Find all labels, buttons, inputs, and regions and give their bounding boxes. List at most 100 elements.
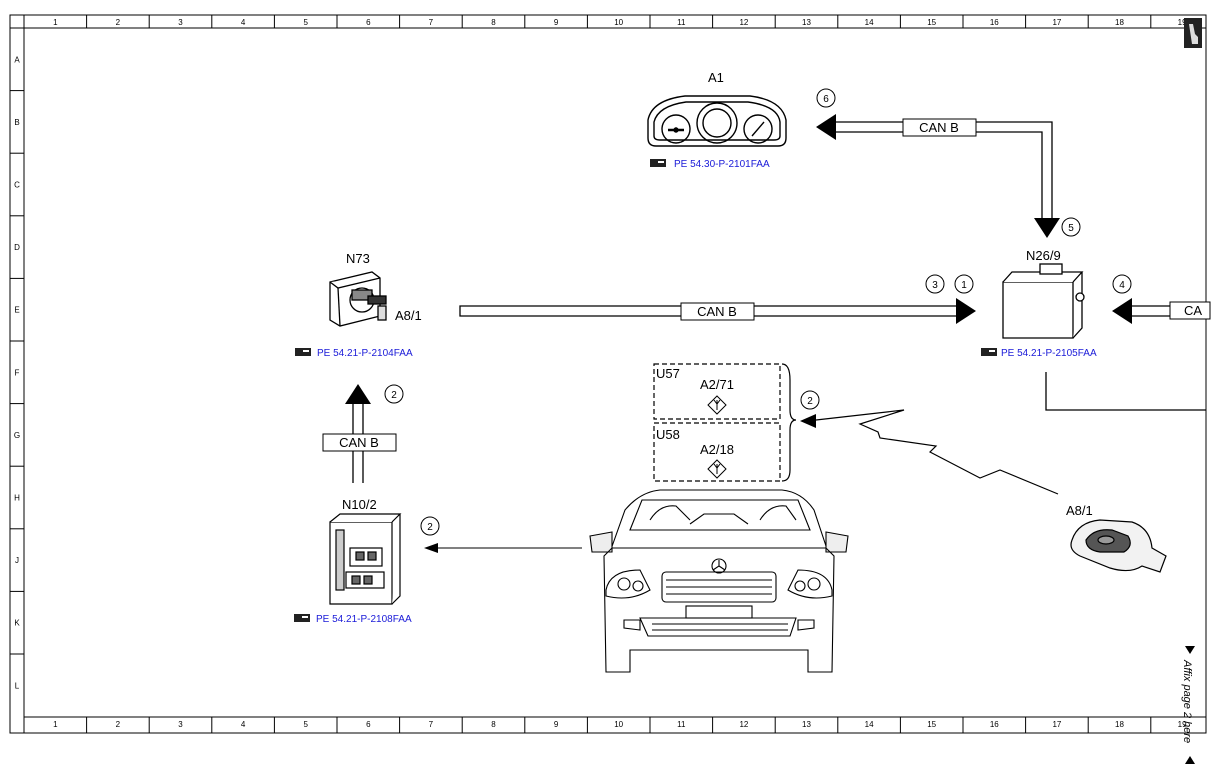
n26-9-lower-line	[1045, 372, 1206, 411]
svg-text:CAN B: CAN B	[697, 304, 737, 319]
step-2-n73: 2	[391, 390, 397, 401]
reference-hand-icon	[981, 348, 997, 356]
column-number: 2	[116, 720, 121, 729]
antenna-box	[653, 363, 781, 482]
ignition-switch-icon	[329, 271, 387, 327]
column-number: 13	[802, 720, 811, 729]
column-number: 18	[1115, 18, 1124, 27]
column-number: 6	[366, 720, 371, 729]
can-b-box-top: CAN B	[902, 118, 977, 137]
column-number: 18	[1115, 720, 1124, 729]
a1-label: A1	[708, 70, 724, 85]
u57-label: U57	[656, 366, 680, 381]
column-number: 12	[739, 720, 748, 729]
column-number: 7	[429, 720, 434, 729]
column-number: 8	[491, 18, 496, 27]
row-letter: B	[14, 118, 19, 127]
triangle-marker-top	[1185, 646, 1195, 654]
arrow-right-into-n26-9	[1112, 298, 1132, 324]
n26-9-reference-link[interactable]: PE 54.21-P-2105FAA	[981, 348, 1097, 359]
key-fob-icon	[1070, 519, 1167, 573]
column-number: 12	[739, 18, 748, 27]
n10-2-reference-text: PE 54.21-P-2108FAA	[316, 614, 412, 625]
u58-label: U58	[656, 427, 680, 442]
column-number: 9	[554, 18, 559, 27]
page-tab-icon	[1184, 18, 1202, 48]
step-2-antenna: 2	[807, 396, 813, 407]
drawing-frame	[9, 14, 1207, 734]
arrow-to-antennas	[800, 414, 816, 428]
triangle-marker-bottom	[1185, 756, 1195, 764]
antenna-icon	[707, 395, 727, 479]
column-number: 4	[241, 720, 246, 729]
column-number: 5	[303, 720, 308, 729]
column-number: 19	[1178, 18, 1187, 27]
n26-9-label: N26/9	[1026, 248, 1061, 263]
column-number: 2	[116, 18, 121, 27]
column-number: 3	[178, 720, 183, 729]
affix-page-note: Affix page 2 here	[1181, 659, 1193, 743]
column-number: 8	[491, 720, 496, 729]
arrow-to-a1	[816, 114, 836, 140]
column-number: 5	[303, 18, 308, 27]
column-number: 16	[990, 720, 999, 729]
step-5: 5	[1068, 223, 1074, 234]
column-number: 9	[554, 720, 559, 729]
row-letter: F	[15, 368, 20, 377]
n26-9-reference-text: PE 54.21-P-2105FAA	[1001, 348, 1097, 359]
row-letter: G	[14, 431, 20, 440]
radio-signal-zigzag	[815, 409, 1059, 495]
row-letter: C	[14, 181, 20, 190]
column-number: 16	[990, 18, 999, 27]
column-number: 14	[865, 18, 874, 27]
n73-reference-link[interactable]: PE 54.21-P-2104FAA	[295, 348, 413, 359]
can-b-box-right: CA	[1169, 301, 1211, 320]
n73-sublabel: A8/1	[395, 308, 422, 323]
reference-hand-icon	[295, 348, 311, 356]
svg-text:CAN B: CAN B	[919, 120, 959, 135]
column-number: 11	[677, 18, 686, 27]
column-number: 15	[927, 720, 936, 729]
step-1: 1	[961, 280, 967, 291]
reference-hand-icon	[294, 614, 310, 622]
instrument-cluster-icon	[647, 95, 787, 147]
arrow-to-n26-9	[1034, 218, 1060, 238]
can-b-box-vertical: CAN B	[322, 433, 397, 452]
row-letter: L	[15, 681, 20, 690]
a1-reference-link[interactable]: PE 54.30-P-2101FAA	[650, 159, 770, 170]
column-number: 14	[865, 720, 874, 729]
reference-hand-icon	[650, 159, 666, 167]
column-number: 19	[1178, 720, 1187, 729]
n10-2-reference-link[interactable]: PE 54.21-P-2108FAA	[294, 614, 412, 625]
step-circles	[384, 88, 1132, 536]
column-number: 10	[614, 18, 623, 27]
column-number: 4	[241, 18, 246, 27]
vehicle-front-icon	[589, 489, 849, 673]
arrow-to-n73	[345, 384, 371, 404]
n10-2-label: N10/2	[342, 497, 377, 512]
control-module-icon	[329, 513, 402, 605]
a8-1-label: A8/1	[1066, 503, 1093, 518]
u57-sublabel: A2/71	[700, 377, 734, 392]
n73-label: N73	[346, 251, 370, 266]
antenna-bracket	[781, 363, 797, 482]
column-number: 11	[677, 720, 686, 729]
svg-text:CAN B: CAN B	[339, 435, 379, 450]
column-number: 17	[1052, 720, 1061, 729]
step-2-n10-2: 2	[427, 522, 433, 533]
arrow-to-n10-2	[424, 543, 438, 553]
column-number: 7	[429, 18, 434, 27]
column-number: 6	[366, 18, 371, 27]
column-number: 13	[802, 18, 811, 27]
control-module-icon	[1002, 263, 1085, 339]
column-number: 15	[927, 18, 936, 27]
n73-reference-text: PE 54.21-P-2104FAA	[317, 348, 413, 359]
column-number: 3	[178, 18, 183, 27]
a1-reference-text: PE 54.30-P-2101FAA	[674, 159, 770, 170]
can-b-box-middle: CAN B	[680, 302, 755, 321]
column-number: 17	[1052, 18, 1061, 27]
